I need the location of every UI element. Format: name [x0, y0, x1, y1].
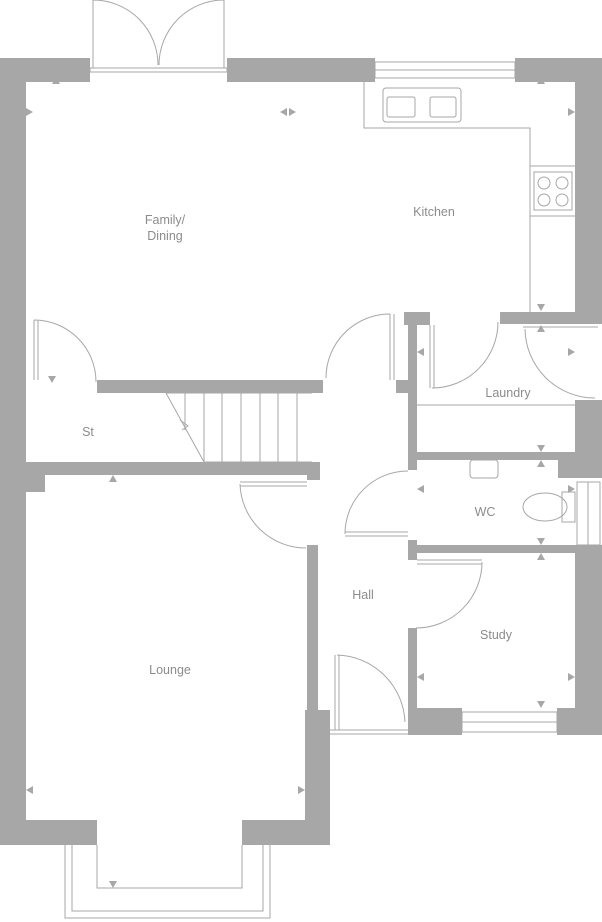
dimension-arrows [26, 77, 575, 888]
hob-icon [533, 171, 573, 211]
sink-icon [382, 87, 462, 123]
room-label-kitchen: Kitchen [413, 205, 455, 219]
room-label-hall: Hall [352, 588, 374, 602]
room-label-laundry: Laundry [485, 386, 531, 400]
toilet-icon [522, 491, 576, 523]
room-label-study: Study [480, 628, 513, 642]
room-label-wc: WC [475, 505, 496, 519]
room-label-family-dining-line2: Dining [147, 229, 182, 243]
fixtures-and-doors [33, 0, 601, 919]
walls [0, 58, 602, 845]
room-labels: Family/ Dining Kitchen St Laundry WC Hal… [82, 205, 531, 677]
room-label-store: St [82, 425, 94, 439]
room-label-lounge: Lounge [149, 663, 191, 677]
basin-icon [469, 459, 499, 479]
room-label-family-dining: Family/ [145, 213, 186, 227]
